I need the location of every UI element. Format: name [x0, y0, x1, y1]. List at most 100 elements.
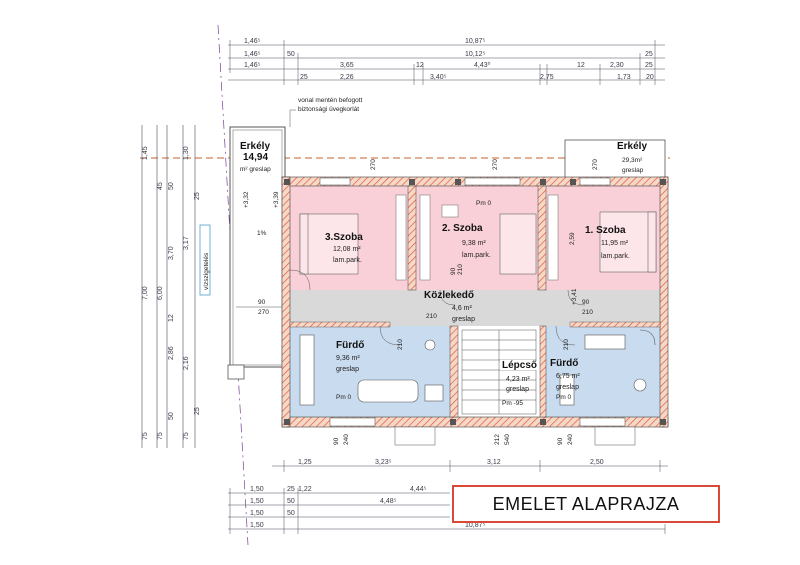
dim-bot-r2-d: 4,44⁵: [410, 486, 427, 493]
dim-240b: 240: [567, 434, 574, 445]
dim-top-r3-e: 12: [577, 62, 585, 69]
dim-top-r2-d: 25: [645, 51, 653, 58]
room-erkely-right-sub: greslap: [622, 167, 644, 174]
corridor-area: 4,6 m²: [452, 305, 473, 312]
bath-right-floor: greslap: [556, 384, 579, 391]
dim-bot-r3-a: 1,50: [250, 498, 264, 505]
note-line-1: vonal mentén befogott: [298, 97, 363, 104]
dim-left-d4: 75: [183, 432, 190, 440]
plan-title: EMELET ALAPRAJZA: [452, 485, 720, 523]
dim-540: 540: [504, 434, 511, 445]
dim-left-c4: 2,86: [168, 346, 175, 360]
dim-top-r3-f: 2,30: [610, 62, 624, 69]
bottom-dimensions: [228, 460, 668, 534]
dim-left-a3: 75: [142, 432, 149, 440]
corridor-fill: [290, 290, 660, 326]
dim-left-c3: 12: [168, 314, 175, 322]
dim-left-b2: 6,00: [157, 286, 164, 300]
bath-left-floor: greslap: [336, 366, 359, 373]
dim-212: 212: [494, 434, 501, 445]
dim-270b: 270: [492, 159, 499, 170]
dim-210c: 210: [426, 313, 437, 320]
stair-area: 4,23 m²: [506, 376, 530, 383]
dim-top-r2-b: 50: [287, 51, 295, 58]
dim-top-r4-c: 3,40⁵: [430, 74, 447, 81]
dim-left-c5: 50: [168, 412, 175, 420]
note-line-2: biztonsági üvegkorlát: [298, 106, 359, 113]
dim-left-c2: 3,70: [168, 246, 175, 260]
room-erkely-right-name: Erkély: [617, 141, 647, 152]
dim-bot-r2-b: 25: [287, 486, 295, 493]
dim-left-e1: 25: [194, 192, 201, 200]
dim-90d: 90: [582, 299, 590, 306]
dim-top-r4-b: 2,26: [340, 74, 354, 81]
room-3-area: 12,08 m²: [333, 246, 361, 253]
left-dimensions: [141, 125, 196, 448]
room-erkely-left-name: Erkély: [240, 141, 270, 152]
dim-left-a2: 7,00: [142, 286, 149, 300]
dim-bot-r1-c: 3,12: [487, 459, 501, 466]
dim-210e: 210: [582, 309, 593, 316]
dim-top-r3-b: 3,65: [340, 62, 354, 69]
dim-bot-r2-a: 1,50: [250, 486, 264, 493]
dim-left-b3: 75: [157, 432, 164, 440]
stair-name: Lépcső: [502, 360, 537, 371]
dim-210b: 210: [457, 264, 464, 275]
dim-240a: 240: [343, 434, 350, 445]
bed-room1: [599, 211, 657, 273]
dim-top-r4-e: 1,73: [617, 74, 631, 81]
dim-top-r3-d: 4,43⁰: [474, 61, 491, 69]
dim-left-d2: 3,17: [183, 236, 190, 250]
dim-top-r2-c: 10,12⁵: [465, 51, 486, 58]
room-1-floor: lam.park.: [601, 253, 630, 260]
dim-bot-r1-d: 2,50: [590, 459, 604, 466]
slope-label: 1%: [257, 230, 267, 237]
room-1-name: 1. Szoba: [585, 225, 626, 236]
bath-left-area: 9,36 m²: [336, 355, 360, 362]
bath-right-name: Fürdő: [550, 358, 578, 369]
dim-259: 2,59: [569, 232, 576, 245]
dim-top-r3-a: 1,46⁵: [244, 62, 261, 69]
bath-right-area: 6,75 m²: [556, 373, 580, 380]
dim-bot-r1-b: 3,23⁵: [375, 459, 392, 466]
dim-left-e2: 25: [194, 407, 201, 415]
room-erkely-left-area: 14,94: [243, 152, 268, 163]
pm0-top: Pm 0: [476, 200, 492, 207]
glass-railing-note: vonal mentén befogott biztonsági üvegkor…: [289, 97, 363, 127]
dim-bot-r5-a: 1,50: [250, 522, 264, 529]
dim-top-r4-d: 2,75: [540, 74, 554, 81]
level-1: +3,32: [243, 191, 250, 208]
room-3-floor: lam.park.: [333, 257, 362, 264]
corridor-name: Közlekedő: [424, 290, 474, 301]
dim-90c-left: 90: [333, 437, 340, 445]
top-dimensions: [228, 40, 665, 85]
dim-bot-r5-b: 10,87⁵: [465, 522, 486, 529]
bath-left-name: Fürdő: [336, 340, 364, 351]
level-3: +3,41: [571, 288, 578, 305]
dim-top-r1-a: 1,46⁵: [244, 38, 261, 45]
room-1-area: 11,95 m²: [601, 240, 629, 247]
dim-bot-r1-a: 1,25: [298, 459, 312, 466]
dim-90c-right: 90: [557, 437, 564, 445]
stair-floor: greslap: [506, 386, 529, 393]
dim-left-a1: 1,45: [142, 146, 149, 160]
level-2: +3,39: [273, 191, 280, 208]
dim-bot-r3-b: 50: [287, 498, 295, 505]
room-2-floor: lam.park.: [462, 252, 491, 259]
waterproof-label: vízszigetelés: [203, 252, 210, 290]
dim-bot-r3-c: 4,48⁵: [380, 498, 397, 505]
room-erkely-left-sub: m² greslap: [240, 166, 271, 173]
building: [281, 176, 669, 446]
stair-pm: Pm -95: [502, 400, 523, 407]
dim-bot-r4-a: 1,50: [250, 510, 264, 517]
dim-top-r4-a: 25: [300, 74, 308, 81]
bed-room3: [299, 213, 359, 275]
room-2-name: 2. Szoba: [442, 223, 483, 234]
balcony-right: Erkély 29,3m² greslap: [564, 139, 666, 181]
dim-left-d3: 2,16: [183, 356, 190, 370]
dim-bot-r4-b: 50: [287, 510, 295, 517]
bathtub: [357, 379, 419, 403]
dim-left-b1: 45: [157, 182, 164, 190]
corridor-floor: greslap: [452, 316, 475, 323]
